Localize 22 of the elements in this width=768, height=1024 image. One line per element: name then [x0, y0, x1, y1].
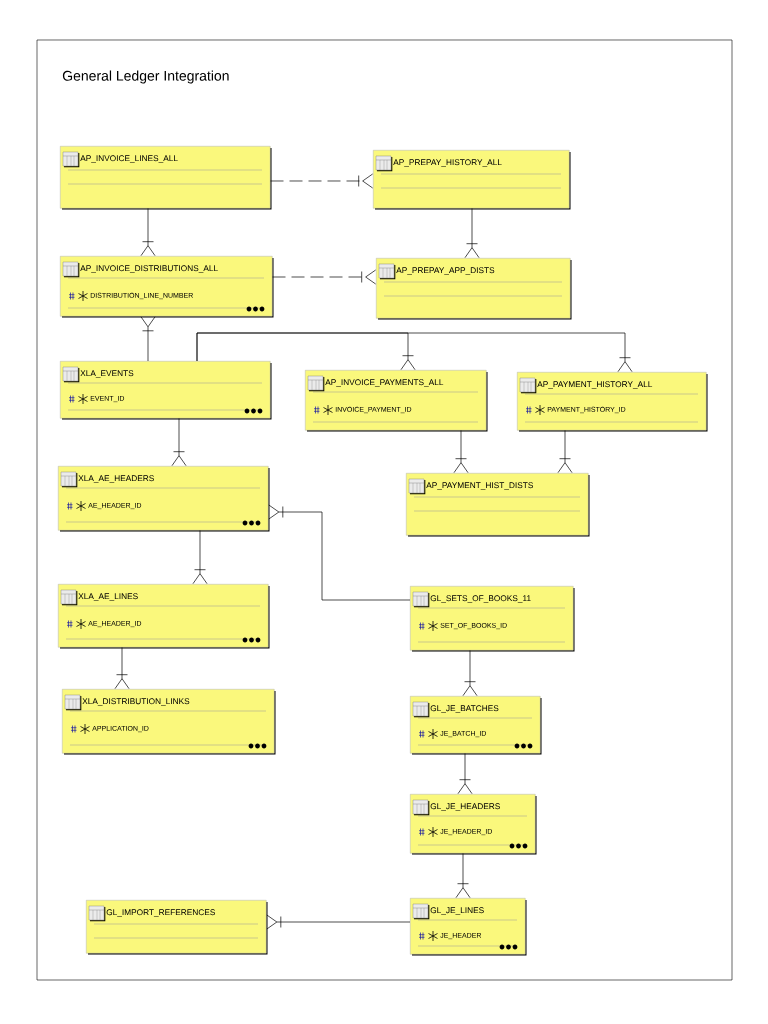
- entity-box: AP_INVOICE_LINES_ALL: [60, 146, 272, 210]
- relationship-line: [557, 430, 573, 473]
- entity-box: GL_IMPORT_REFERENCES: [86, 900, 268, 955]
- entity-box: AP_PAYMENT_HIST_DISTS: [406, 473, 590, 537]
- relationship-line: [266, 914, 411, 930]
- relationship-line: [114, 647, 130, 689]
- title: General Ledger Integration: [62, 70, 229, 84]
- relationship-line: [270, 173, 373, 189]
- relationship-line: [268, 504, 411, 601]
- relationship-line: [196, 332, 633, 372]
- relationship-line: [462, 650, 478, 696]
- relationship-line: [457, 753, 473, 794]
- relationship-line: [455, 853, 471, 898]
- relationship-line: [140, 208, 156, 256]
- relationship-line: [464, 208, 480, 258]
- relationship-line: [171, 418, 187, 466]
- relationship-line: [140, 316, 156, 362]
- relationship-line: [192, 530, 208, 584]
- relationship-line: [453, 430, 469, 473]
- relationship-line: [272, 269, 376, 285]
- entity-box: AP_PREPAY_APP_DISTS: [376, 258, 572, 320]
- entity-box: AP_PREPAY_HISTORY_ALL: [373, 150, 571, 210]
